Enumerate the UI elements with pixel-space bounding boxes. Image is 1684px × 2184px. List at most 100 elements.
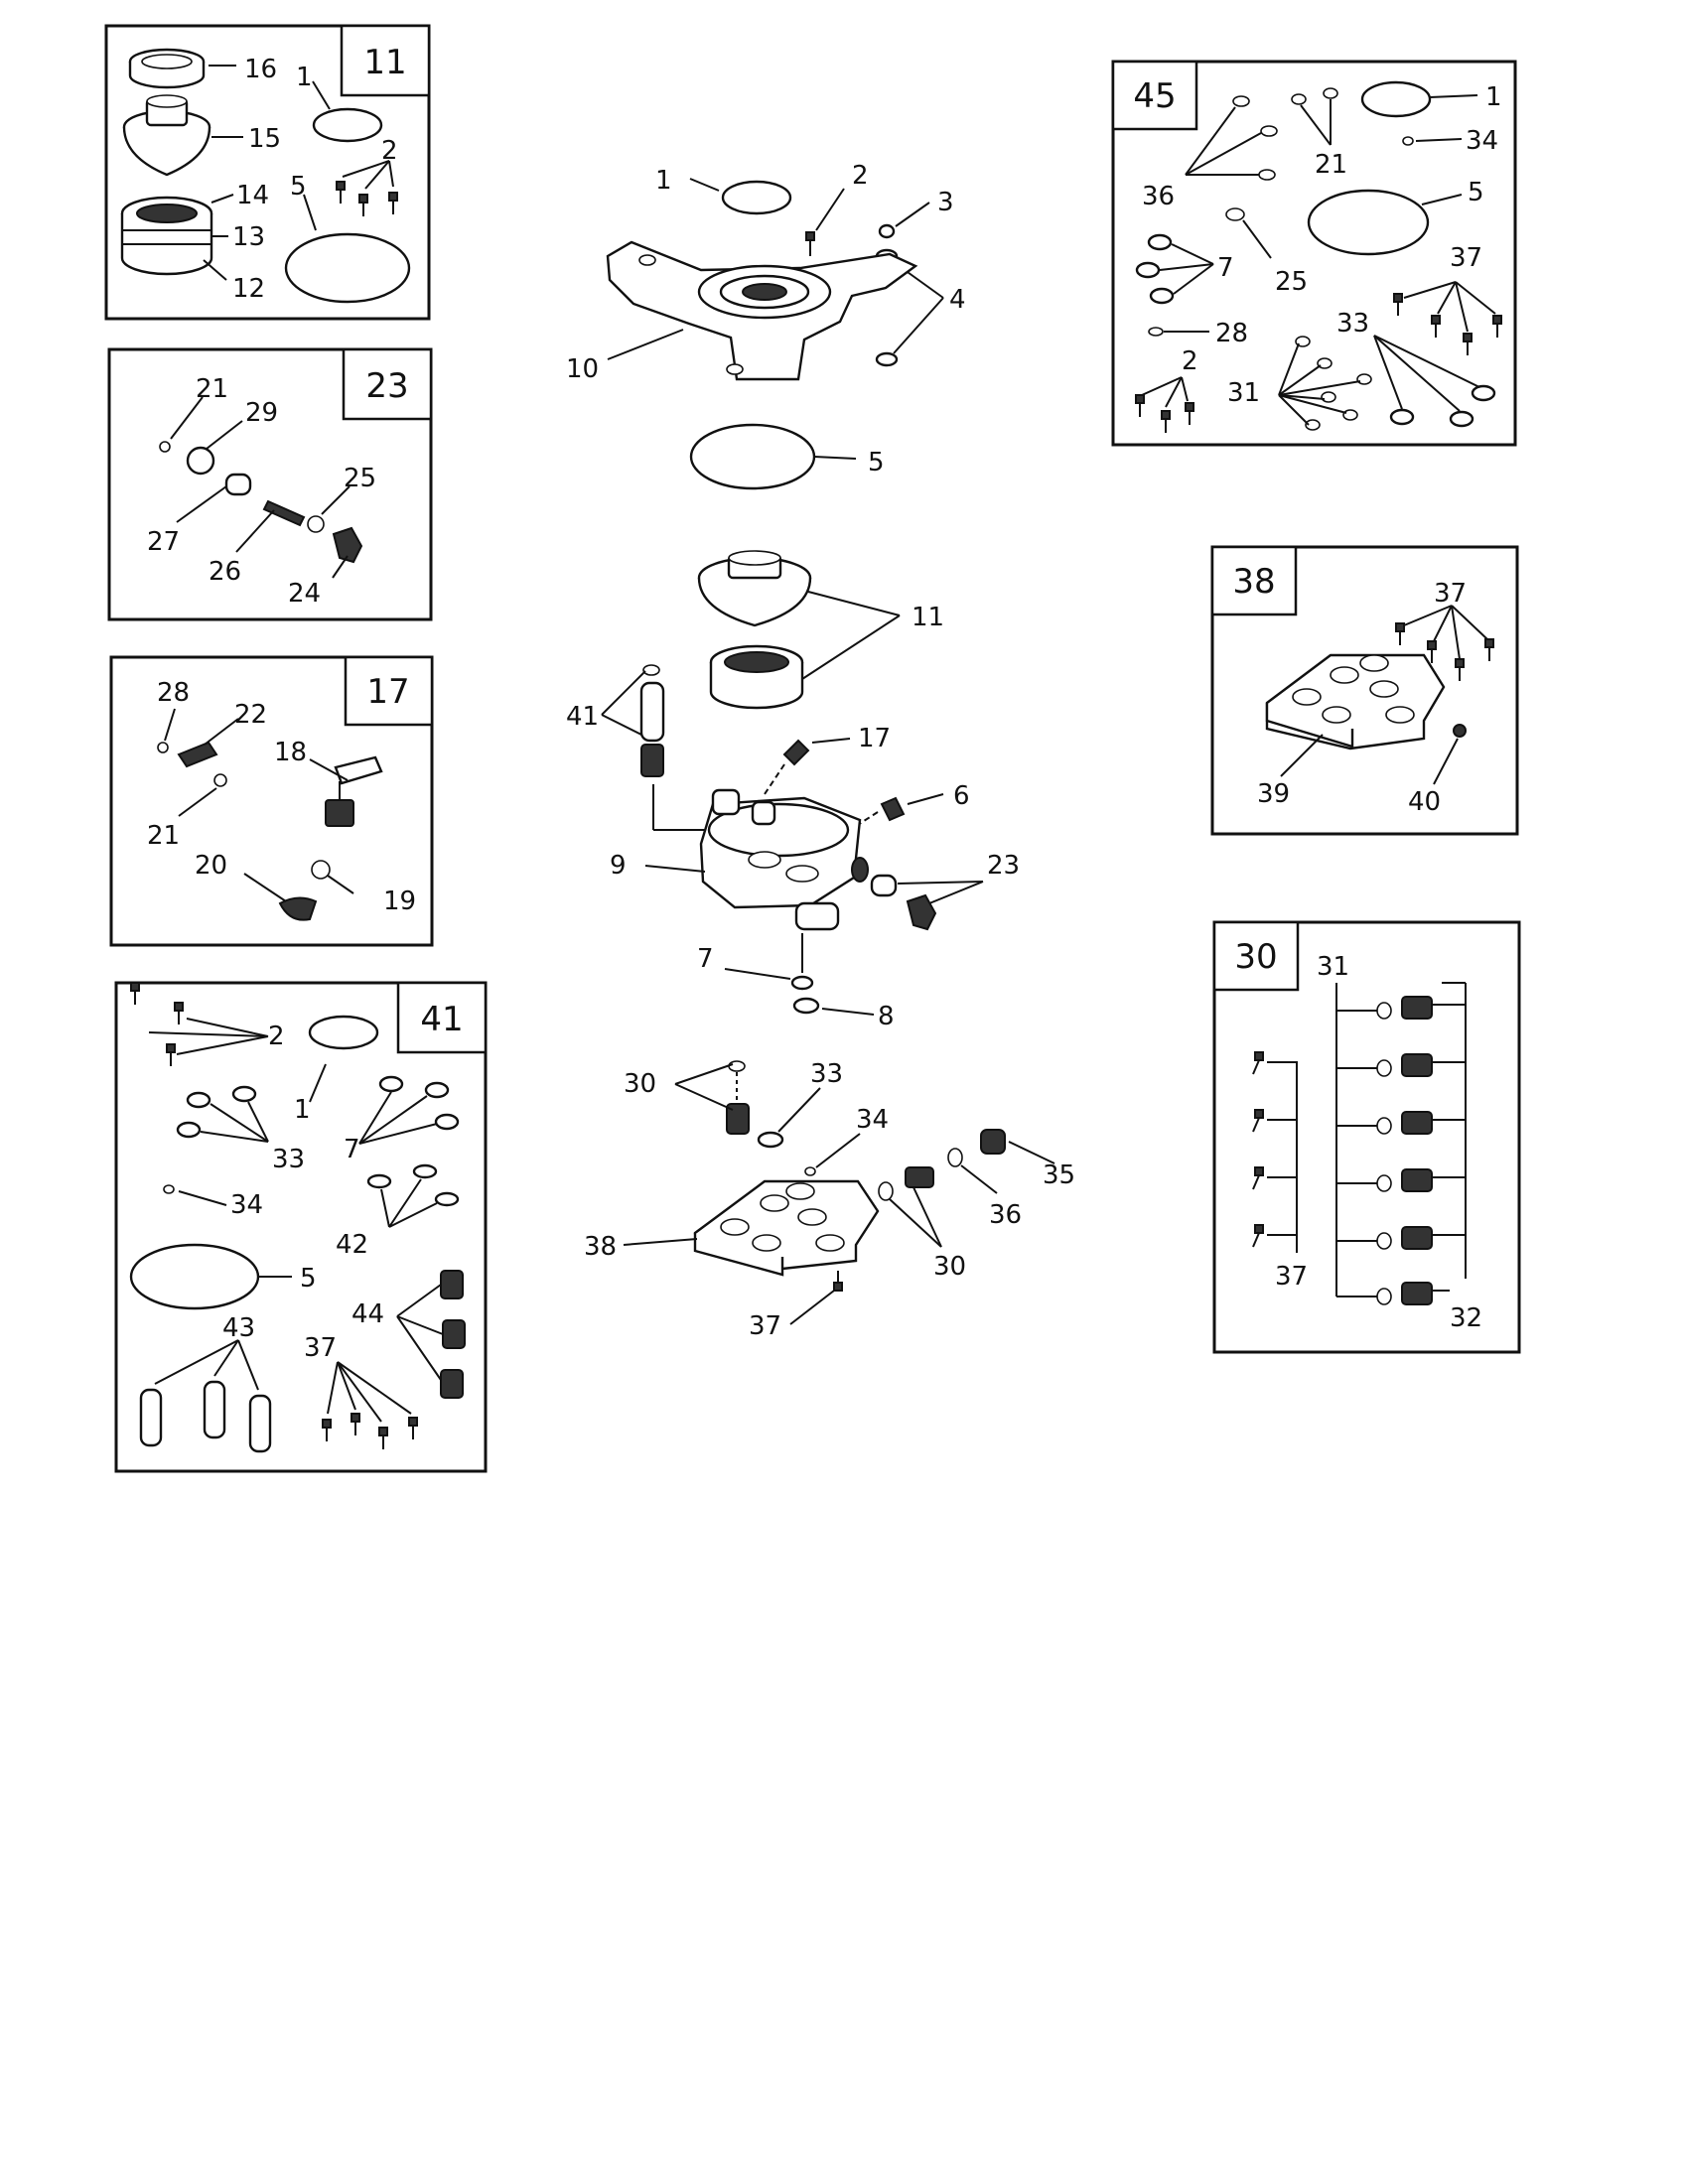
cap-icon [278,896,318,921]
bolt-icon [833,1271,843,1292]
piston-icon [139,1380,272,1453]
bolt-icon [336,181,398,216]
callout-8: 8 [878,1002,895,1031]
o-ring-icon [790,975,814,991]
washer-icon [875,351,899,367]
callout-24: 24 [288,579,321,609]
o-ring-icon [1225,207,1245,221]
callout-2: 2 [852,161,869,191]
callout-36: 36 [1142,182,1175,211]
callout-5: 5 [1468,178,1484,207]
o-ring-icon [878,223,896,239]
valve-seat-icon [186,446,215,476]
spring-icon [905,1166,934,1188]
callout-17: 17 [858,724,891,753]
callout-37: 37 [1275,1262,1308,1292]
callout-20: 20 [195,851,227,881]
callout-28: 28 [157,678,190,708]
plug-icon [906,893,937,931]
callout-1: 1 [655,166,672,196]
callout-30: 30 [933,1252,966,1282]
callout-5: 5 [300,1264,317,1294]
callout-33: 33 [1336,309,1369,339]
callout-35: 35 [1043,1160,1075,1190]
o-ring-icon [159,441,171,453]
o-ring-icon [804,1166,816,1176]
panel-title: 41 [420,1000,463,1039]
o-ring-icon [157,742,169,753]
crankcase-housing [606,240,918,381]
packing-retainer-icon [697,550,812,627]
valve-plate [1265,653,1446,751]
manifold-head [699,788,869,931]
callout-7: 7 [1217,253,1234,283]
callout-33: 33 [810,1059,843,1089]
callout-29: 29 [245,398,278,428]
callout-38: 38 [584,1232,617,1262]
callout-23: 23 [987,851,1020,881]
bolt-icon [1393,293,1502,355]
o-ring-icon [1148,327,1164,337]
o-ring-icon [308,1015,379,1050]
callout-10: 10 [566,354,599,384]
callout-2: 2 [268,1022,285,1051]
washer-icon [366,1163,460,1207]
o-ring-icon [284,232,411,304]
callout-21: 21 [147,821,180,851]
plug-icon [332,526,363,564]
callout-37: 37 [1434,579,1467,609]
valve-icon [224,473,252,496]
bolt-icon [805,231,815,256]
o-ring-icon [312,107,383,143]
bolt-icon [1395,622,1494,681]
callout-16: 16 [244,55,277,84]
o-ring-icon [947,1148,963,1167]
packing-retainer-icon [122,94,211,177]
bearing-icon [709,644,804,710]
valve-icon [870,874,898,897]
callout-44: 44 [351,1299,384,1329]
o-ring-icon [163,1184,175,1194]
o-ring-icon [311,860,331,880]
panel-title: 45 [1133,76,1176,116]
o-ring-icon [1360,80,1432,118]
callout-25: 25 [1275,267,1308,297]
callout-5: 5 [290,172,307,202]
panel-title: 38 [1232,562,1275,602]
check-valve-icon [177,741,218,768]
callout-37: 37 [749,1311,781,1341]
callout-34: 34 [230,1190,263,1220]
spring-icon [262,499,306,527]
main-pump-assembly: 1 2 3 4 10 5 11 41 17 6 9 23 7 8 30 33 3… [566,161,1075,1341]
callout-3: 3 [937,188,954,217]
o-ring-icon [728,1060,746,1072]
callout-21: 21 [1315,150,1347,180]
callout-39: 39 [1257,779,1290,809]
bolt-icon [1135,394,1194,433]
bolt-icon [322,1413,418,1449]
panel-23: 23 21 29 25 27 26 24 [107,347,433,621]
bolt-icon [130,982,184,1066]
o-ring-icon [1295,336,1496,431]
panel-41: 41 [114,981,488,1473]
spring-icon [440,1270,466,1399]
o-ring-icon [878,1181,894,1201]
callout-1: 1 [296,63,313,92]
bolt-icon [1252,1051,1264,1248]
seal-icon [128,48,206,89]
callout-15: 15 [248,124,281,154]
callout-22: 22 [234,700,267,730]
callout-42: 42 [336,1230,368,1260]
callout-31: 31 [1317,952,1349,982]
o-ring-icon [1232,87,1338,181]
callout-14: 14 [236,181,269,210]
washer-icon [792,997,820,1015]
valve-spring-set [1336,996,1466,1305]
callout-18: 18 [274,738,307,767]
callout-26: 26 [209,557,241,587]
piston-icon [639,681,665,743]
callout-37: 37 [304,1333,337,1363]
fitting-icon [880,796,906,822]
callout-31: 31 [1227,378,1260,408]
